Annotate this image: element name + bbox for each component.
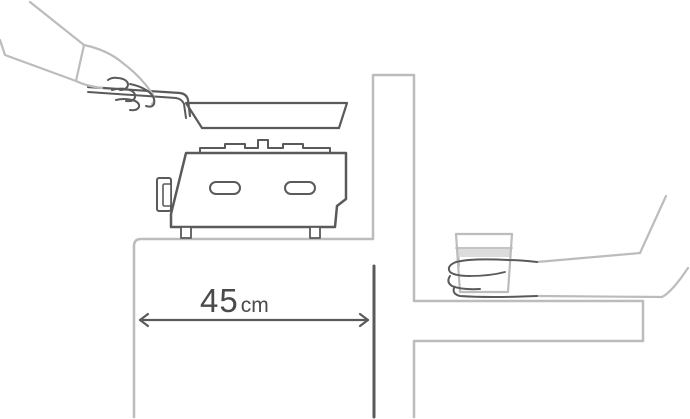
hand-holding-cup-icon: [447, 194, 690, 299]
dimension-value: 45: [200, 282, 239, 319]
frying-pan-icon: [86, 85, 349, 130]
stove-counter: [132, 73, 645, 419]
hand-holding-pan-icon: [0, 0, 156, 112]
gas-stove-icon: [156, 139, 348, 239]
dimension-arrow: [138, 312, 370, 328]
dimension-unit: cm: [240, 294, 269, 317]
glass-cup-icon: [454, 232, 514, 294]
dimension-label: 45 cm: [200, 283, 310, 319]
